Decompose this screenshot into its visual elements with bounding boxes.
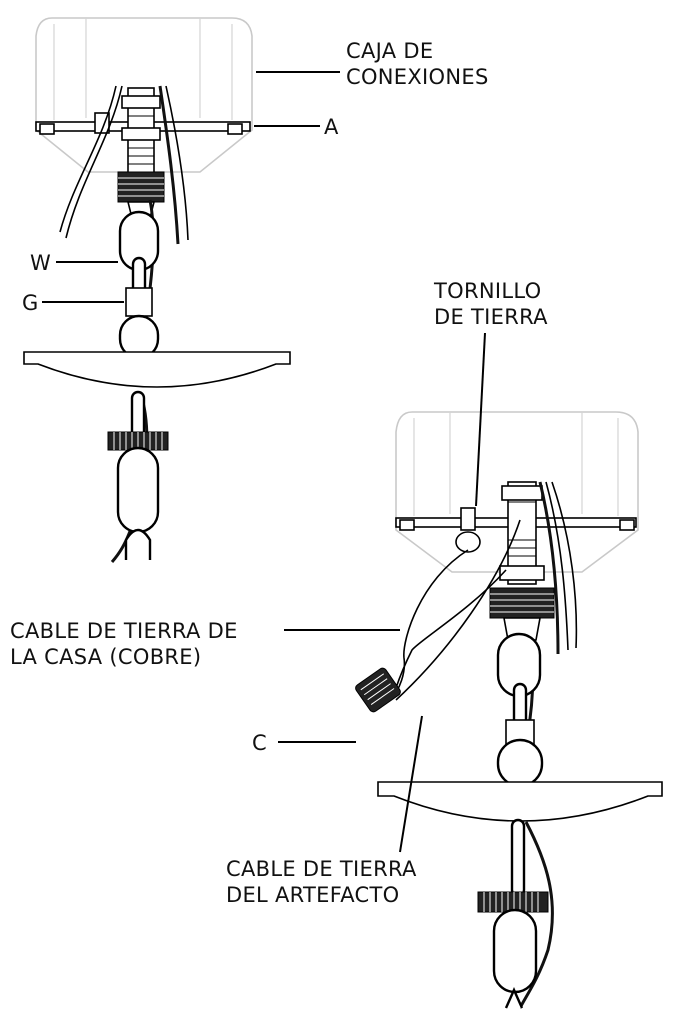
left-plate-screw-left	[39, 123, 55, 135]
left-chain-connector-g	[125, 287, 153, 317]
label-g: G	[22, 291, 39, 315]
leader-fixture-ground	[399, 715, 423, 853]
wire-nut	[355, 667, 401, 713]
left-wire-black-1	[158, 85, 180, 245]
right-lower-wire	[518, 821, 554, 1009]
right-wire-white-2	[551, 481, 578, 649]
right-chain-link-2	[496, 738, 544, 788]
right-ground-screw	[460, 507, 476, 531]
left-canopy	[23, 351, 291, 388]
label-a: A	[324, 115, 339, 139]
house-ground-wire	[389, 549, 469, 701]
leader-ground-screw	[475, 332, 486, 507]
right-chain-link-4	[492, 908, 538, 994]
labels: CAJA DE CONEXIONES A W G TORNILLO DE TIE…	[10, 39, 548, 907]
fixture-ground-wire	[395, 519, 521, 701]
right-ground-screw-loop	[455, 531, 481, 553]
right-knurl-lines	[483, 892, 539, 912]
left-wire-white-2	[59, 85, 117, 233]
left-chain-link-4	[116, 446, 160, 534]
house-ground-wire-2	[395, 569, 507, 689]
left-wire-white-1	[65, 85, 123, 239]
left-fixture-assembly	[23, 17, 291, 563]
left-hex-nut-bottom	[121, 127, 161, 141]
right-wire-white-1	[545, 481, 569, 651]
right-hex-nut-bottom	[499, 565, 545, 581]
right-plate-screw-left	[399, 519, 415, 531]
label-fixture-ground-line1: CABLE DE TIERRA	[226, 857, 417, 881]
left-chain-link-5	[124, 528, 152, 560]
left-plate-screw-right	[227, 123, 243, 135]
right-wire-black-1	[538, 481, 560, 655]
left-collar	[117, 171, 165, 203]
right-chain-link-3	[510, 818, 526, 898]
label-ground-screw-line1: TORNILLO	[433, 279, 541, 303]
left-ground-screw	[94, 112, 110, 134]
right-hex-nut-top	[501, 485, 543, 501]
label-house-ground-line1: CABLE DE TIERRA DE	[10, 619, 238, 643]
right-plate-screw-right	[619, 519, 635, 531]
label-w: W	[30, 251, 51, 275]
right-box-edges	[413, 412, 619, 516]
left-collar-ridges	[118, 177, 164, 197]
left-hex-nut-top	[121, 95, 161, 109]
label-fixture-ground-line2: DEL ARTEFACTO	[226, 883, 399, 907]
left-wire-white-3	[165, 85, 189, 241]
right-collar	[489, 587, 555, 619]
right-chain-link-5	[504, 987, 524, 1009]
leader-lines	[42, 71, 486, 853]
left-knurl-lines	[113, 432, 163, 450]
label-junction-box-line1: CAJA DE	[346, 39, 433, 63]
label-junction-box-line2: CONEXIONES	[346, 65, 489, 89]
right-collar-ridges	[490, 593, 554, 613]
right-canopy	[377, 781, 663, 822]
right-fixture-assembly	[355, 411, 663, 1009]
label-ground-screw-line2: DE TIERRA	[434, 305, 548, 329]
label-c: C	[252, 731, 267, 755]
left-box-edges	[53, 18, 233, 120]
label-house-ground-line2: LA CASA (COBRE)	[10, 645, 201, 669]
